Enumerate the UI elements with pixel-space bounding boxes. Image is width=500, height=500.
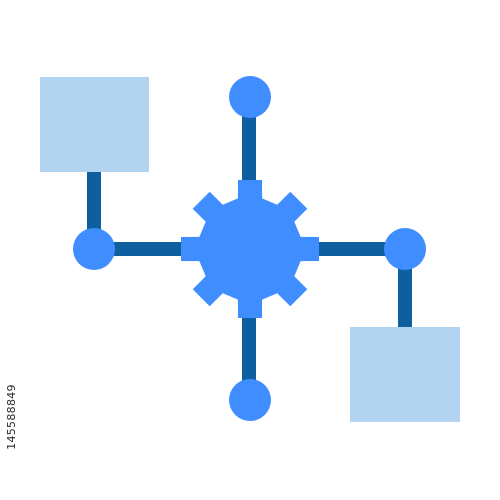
box-bottom-right (350, 327, 460, 422)
connector-box-left (87, 170, 101, 232)
node-right (384, 228, 426, 270)
node-left (73, 228, 115, 270)
connector-box-right (398, 262, 412, 330)
stock-id-label: 145588849 (5, 384, 18, 450)
connector-left (110, 242, 192, 256)
node-top (229, 76, 271, 118)
connector-bottom (242, 305, 256, 387)
box-top-left (40, 77, 149, 172)
node-bottom (229, 379, 271, 421)
gear-icon (181, 180, 319, 318)
connector-right (306, 242, 394, 256)
connector-top (242, 115, 256, 190)
connector-lines (87, 115, 412, 387)
